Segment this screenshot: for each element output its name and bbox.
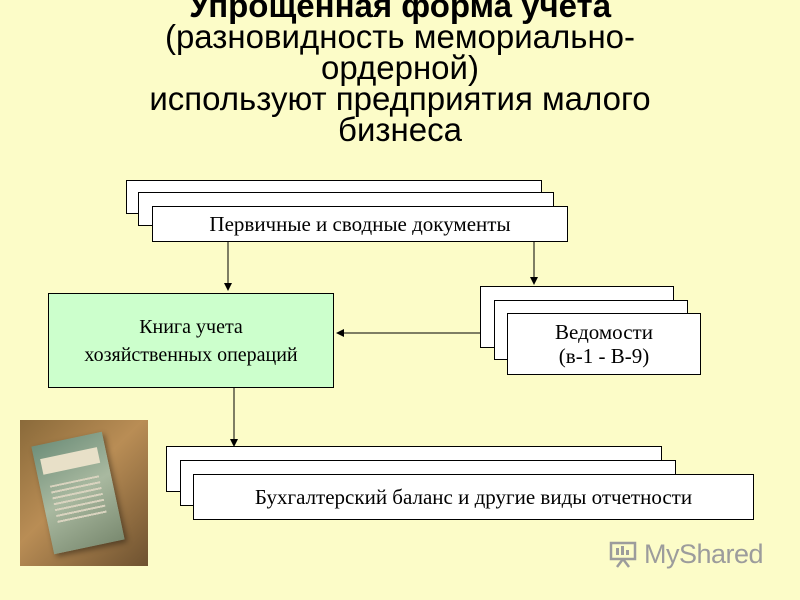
book-label-line-1: Книга учета [139, 315, 243, 338]
slide-title: Упрощенная форма учета (разновидность ме… [0, 0, 800, 148]
statements-label-line-1: Ведомости [555, 320, 653, 344]
title-line-1: Упрощенная форма учета [188, 0, 612, 24]
reports-label: Бухгалтерский баланс и другие виды отчет… [254, 484, 693, 509]
title-line-4: используют предприятия малого [149, 80, 651, 117]
statements-label-line-2: (в-1 - В-9) [558, 344, 650, 368]
book-cover [31, 431, 125, 555]
watermark: MyShared [608, 536, 764, 572]
title-line-3: ордерной) [321, 49, 479, 86]
reports-box: Бухгалтерский баланс и другие виды отчет… [193, 474, 754, 520]
documents-box: Первичные и сводные документы [152, 206, 568, 242]
statements-box: Ведомости (в-1 - В-9) [507, 313, 701, 375]
watermark-text: MyShared [644, 538, 764, 569]
documents-label: Первичные и сводные документы [209, 211, 511, 236]
book-label-line-2: хозяйственных операций [84, 343, 298, 366]
title-line-2: (разновидность мемориально- [164, 18, 636, 55]
presentation-board-icon [609, 541, 637, 568]
book-box: Книга учета хозяйственных операций [48, 293, 334, 388]
book-photo [20, 420, 148, 566]
title-line-5: бизнеса [338, 111, 462, 148]
